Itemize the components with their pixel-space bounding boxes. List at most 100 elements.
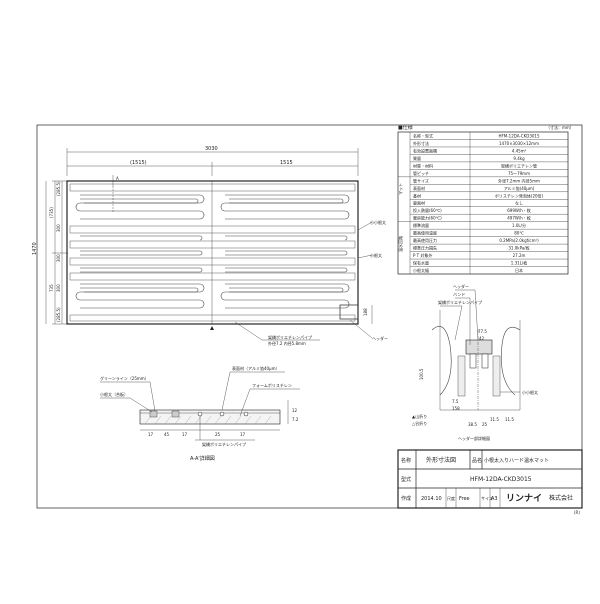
dim-height-1: (735) xyxy=(49,207,54,218)
section-view: グリーンライン（25mm） 小根太（合板） 表面材（アルミ箔40μm） フォーム… xyxy=(100,365,300,462)
spec-row-value: 497W/h・枚 xyxy=(507,215,530,221)
tb-label-date: 作成 xyxy=(401,495,411,502)
joist-block-2 xyxy=(171,410,180,418)
header-manifold xyxy=(465,339,493,355)
spec-row-value: ポリスチレン発泡体(20倍) xyxy=(495,192,544,198)
spec-row-label: 表面材 xyxy=(413,185,425,191)
tb-company-logo: リンナイ xyxy=(506,493,542,504)
spec-row-label: 外形寸法 xyxy=(413,140,429,146)
hd-dim-5: 11.5 xyxy=(490,417,499,422)
hd-label-pipe: 架橋ポリエチレンパイプ xyxy=(438,299,482,305)
dim-overall-width: 3030 xyxy=(205,146,218,152)
tb-date-value: 2014.10 xyxy=(421,496,442,502)
foam-hatch xyxy=(144,415,272,425)
pipe-section-1 xyxy=(197,411,203,417)
tb-company-suffix: 株式会社 xyxy=(549,494,573,502)
callout-small-header: 小小根太 xyxy=(370,219,386,225)
dim-half-right: 1515 xyxy=(280,160,293,166)
callout-pipe-1: 架橋ポリエチレンパイプ xyxy=(268,334,312,340)
dim-188: 188 xyxy=(363,308,368,316)
tb-scale-value: Free xyxy=(459,496,470,502)
sheet-border xyxy=(36,124,583,509)
hd-dim-1: 42 xyxy=(479,336,485,341)
spec-row-value: 1.31L/枚 xyxy=(511,260,527,266)
dim-s-5: 12 xyxy=(292,408,298,413)
dim-s-3: 25 xyxy=(215,432,221,437)
spec-row-value: 1.0L/分 xyxy=(512,222,526,228)
spec-group-mat: マット xyxy=(398,183,403,195)
spec-row-label: 保有水量 xyxy=(413,260,429,266)
title-block: 名称 外形寸法図 品名 小根太入りハード温水マット 型式 HFM-12DA-CK… xyxy=(397,449,583,515)
svg-text:A: A xyxy=(116,176,119,181)
label-green-line: グリーンライン（25mm） xyxy=(100,375,149,381)
spec-row-value: 80℃ xyxy=(514,231,524,236)
section-caption: A-A'詳細図 xyxy=(190,455,215,462)
spec-row-label: 最高使用温度 xyxy=(413,230,437,236)
tb-model-value: HFM-12DA-CKD3015 xyxy=(470,476,532,483)
hd-dim-3: 7.5 xyxy=(452,399,459,404)
dim-s-2: 17 xyxy=(182,432,188,437)
spec-row-value: HFM-12DA-CKD3015 xyxy=(498,133,540,138)
mat-outline xyxy=(66,180,359,325)
hd-dim-7: 38.5 xyxy=(468,422,477,427)
dim-inner-2: 300 xyxy=(56,284,61,292)
tb-product-value: 小根太入りハード温水マット xyxy=(484,457,549,464)
spec-row-value: 27.2m xyxy=(513,253,526,258)
spec-heading: ■仕様 xyxy=(398,124,413,131)
tb-label-scale: 尺度 xyxy=(447,495,455,501)
tb-label-name: 名称 xyxy=(401,457,411,464)
dim-inner-1: 300 xyxy=(56,254,61,262)
hd-dim-2: 100.5 xyxy=(419,368,424,380)
header-box xyxy=(339,304,359,320)
callout-header: ヘッダー xyxy=(372,335,388,341)
spec-row-label: 小根太幅 xyxy=(413,267,429,273)
joist-block-1 xyxy=(149,410,158,418)
dim-height-3: (285.5) xyxy=(56,307,61,322)
hd-dim-8: 25 xyxy=(482,422,488,427)
hd-dim-0: 77.5 xyxy=(478,329,487,334)
spec-row-value: 0.2MPa(2.0kgf/cm²) xyxy=(499,238,539,243)
spec-row-value: 9.4kg xyxy=(513,156,525,161)
tb-label-product: 品名 xyxy=(472,457,482,464)
dim-overall-height: 1470 xyxy=(32,242,38,255)
spec-row-label: P T 対象外 xyxy=(413,252,432,258)
pipe-loops-left xyxy=(75,194,205,309)
spec-unit: （寸法：mm） xyxy=(546,124,574,130)
spec-row-value: なし xyxy=(515,200,523,206)
spec-row-label: 質量 xyxy=(413,155,421,161)
hd-dim-6: 11.5 xyxy=(505,417,514,422)
callout-small-joist: 小根太 xyxy=(370,252,382,258)
spec-group-circuit: 温水回路 xyxy=(397,236,403,252)
dim-s-0: 17 xyxy=(148,432,154,437)
label-small-joist: 小根太（合板） xyxy=(100,391,128,397)
spec-row-value: 31.0kPa/枚 xyxy=(508,245,529,251)
center-marker-icon xyxy=(210,326,214,330)
dim-height-2: 735 xyxy=(49,284,54,292)
spec-row-value: 架橋ポリエチレン管 xyxy=(501,162,537,168)
spec-row-value: 699W/h・枚 xyxy=(507,207,530,213)
spec-row-value: 日本 xyxy=(515,267,523,273)
spec-row-label: 裏面材 xyxy=(413,200,425,206)
dim-half-left: (1515) xyxy=(130,160,147,166)
spec-row-value: アルミ箔(40μm) xyxy=(504,185,535,191)
spec-row-label: 材質・材料 xyxy=(413,162,433,168)
pipe-loops-right xyxy=(220,194,350,309)
hd-dim-4: 158 xyxy=(452,406,460,411)
hd-caption: ヘッダー部詳細図 xyxy=(458,435,490,441)
spec-row-label: 基材 xyxy=(413,192,421,198)
spec-row-value: 4.45m² xyxy=(512,148,527,153)
hd-label-header: ヘッダー xyxy=(453,283,469,289)
pipe-section-3 xyxy=(243,411,249,417)
spec-row-label: 管サイズ xyxy=(413,177,429,183)
dim-s-4: 17 xyxy=(240,432,246,437)
spec-row-value: 1470×3030×12mm xyxy=(499,141,539,146)
tb-size-value: A3 xyxy=(491,496,498,502)
hd-label-small-joist: 小小根太 xyxy=(522,389,538,395)
spec-row-label: 有効設置面積 xyxy=(413,147,437,153)
tb-drawing-no: (R) xyxy=(574,510,580,515)
dim-s-6: 7.2 xyxy=(292,417,299,422)
dim-inner-0: 300 xyxy=(56,224,61,232)
